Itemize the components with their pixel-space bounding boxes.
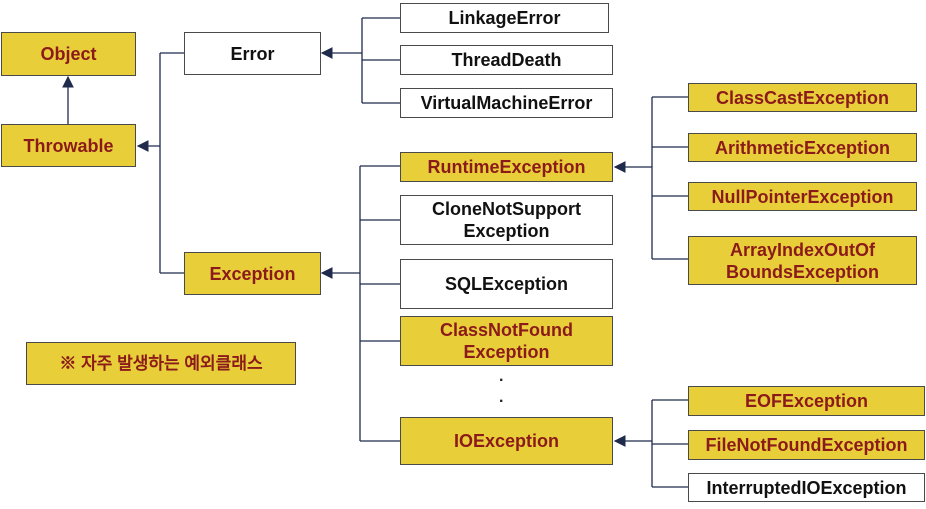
node-thread-death: ThreadDeath: [400, 45, 613, 75]
node-linkage-error: LinkageError: [400, 3, 609, 33]
node-virtual-machine-error: VirtualMachineError: [400, 88, 613, 118]
node-runtime-exception: RuntimeException: [400, 152, 613, 182]
node-sql-exception: SQLException: [400, 259, 613, 309]
node-throwable: Throwable: [1, 124, 136, 167]
ellipsis-dot-2: .: [499, 389, 504, 406]
node-file-not-found-exception: FileNotFoundException: [688, 430, 925, 460]
node-interrupted-io-exception: InterruptedIOException: [688, 473, 925, 502]
ellipsis-dot-1: .: [499, 368, 504, 385]
node-clone-not-support-exception: CloneNotSupport Exception: [400, 195, 613, 245]
legend-note: ※ 자주 발생하는 예외클래스: [26, 342, 296, 385]
node-exception: Exception: [184, 252, 321, 295]
node-eof-exception: EOFException: [688, 386, 925, 416]
node-object: Object: [1, 32, 136, 76]
node-error: Error: [184, 32, 321, 75]
node-arithmetic-exception: ArithmeticException: [688, 133, 917, 162]
node-array-index-out-of-bounds-exception: ArrayIndexOutOf BoundsException: [688, 236, 917, 285]
node-io-exception: IOException: [400, 417, 613, 465]
node-class-not-found-exception: ClassNotFound Exception: [400, 316, 613, 366]
node-null-pointer-exception: NullPointerException: [688, 182, 917, 211]
node-class-cast-exception: ClassCastException: [688, 83, 917, 112]
